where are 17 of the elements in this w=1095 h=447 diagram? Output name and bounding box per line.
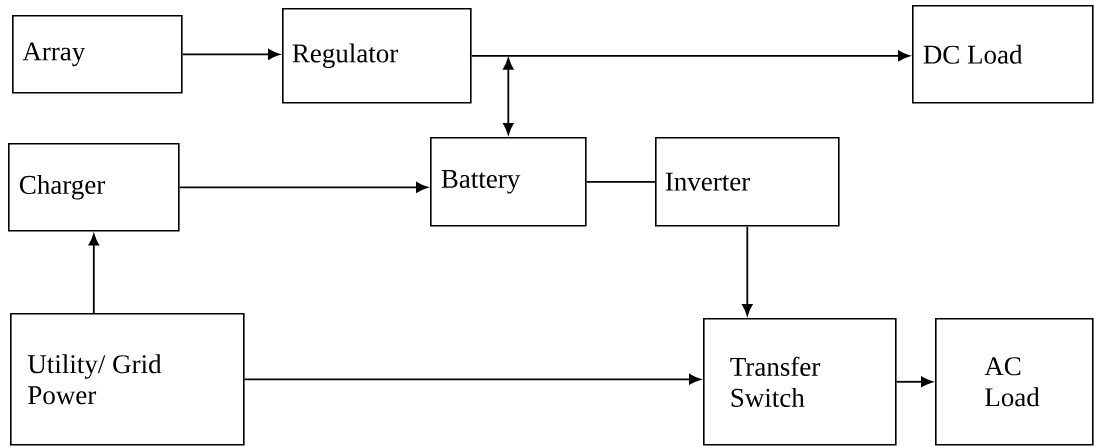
arrow	[742, 225, 753, 316]
arrow	[88, 233, 100, 314]
block-box: Transfer Switch	[703, 318, 897, 446]
arrow	[181, 49, 280, 60]
arrow	[470, 50, 910, 61]
arrow	[895, 376, 933, 387]
block-box: Battery	[430, 137, 587, 227]
block-box: Array	[12, 15, 183, 94]
block-box: Charger	[8, 143, 180, 232]
block-box: AC Load	[935, 318, 1094, 446]
block-box: DC Load	[912, 5, 1094, 104]
block-box: Utility/ Grid Power	[10, 313, 245, 446]
block-box: Inverter	[655, 137, 840, 227]
arrow	[243, 374, 701, 385]
arrow	[178, 182, 428, 193]
arrow	[503, 58, 514, 135]
block-box: Regulator	[282, 8, 472, 104]
